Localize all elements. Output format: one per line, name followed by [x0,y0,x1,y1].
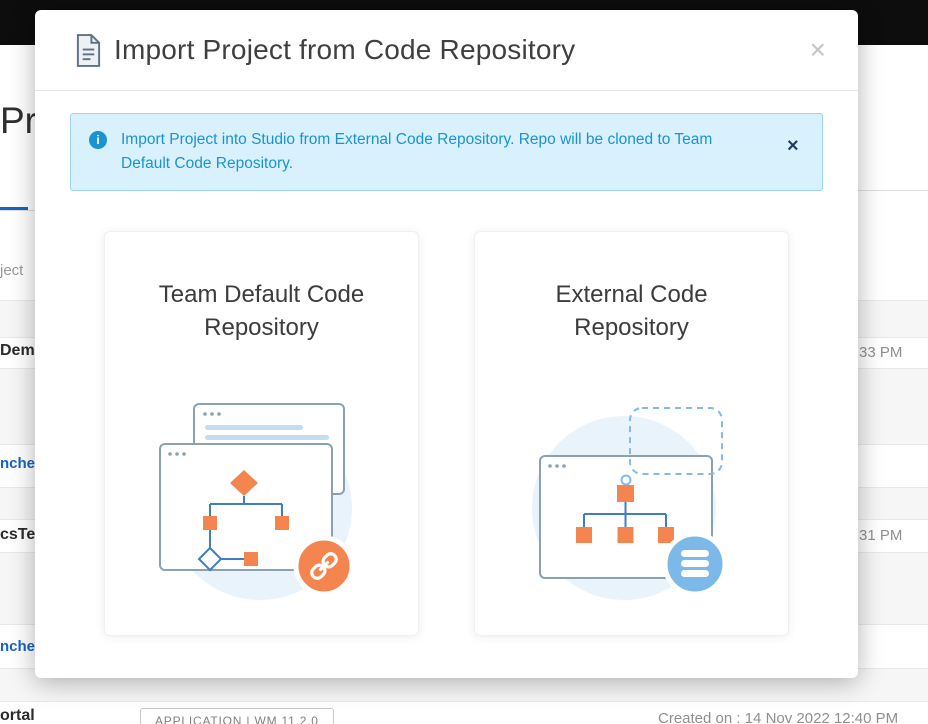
project-row-time: 31 PM [859,527,903,544]
card-title: External Code Repository [555,281,708,342]
modal-title: Import Project from Code Repository [114,34,576,65]
application-version-badge: APPLICATION | WM 11.2.0 [140,708,334,724]
launched-link[interactable]: nche [0,455,36,472]
project-row-name: Demo [0,342,45,359]
import-project-modal: Import Project from Code Repository × i … [35,10,858,678]
created-on-text: Created on : 14 Nov 2022 12:40 PM [658,710,899,724]
info-icon: i [89,131,107,149]
project-row-name: ortal [0,707,35,724]
right-divider-line [858,190,928,191]
alert-close-button[interactable]: × [787,135,799,157]
tabs-divider-line [0,210,35,211]
repository-options: Team Default Code Repository [70,231,823,637]
link-badge-icon [293,535,354,597]
search-project-input[interactable]: ject [0,262,24,279]
card-external-repo[interactable]: External Code Repository [474,231,789,637]
project-row-time: 33 PM [859,344,903,361]
external-repo-illustration [475,396,788,606]
database-badge-icon [662,531,727,597]
external-repo-illustration-svg [531,407,727,601]
modal-body: i Import Project into Studio from Extern… [35,91,858,637]
modal-header: Import Project from Code Repository × [35,10,858,91]
document-icon [75,33,102,67]
card-title: Team Default Code Repository [158,281,365,342]
info-alert: i Import Project into Studio from Extern… [70,113,823,192]
team-default-repo-illustration [105,396,418,606]
alert-message: Import Project into Studio from External… [121,131,713,173]
project-row-name: csTe [0,526,36,543]
modal-close-button[interactable]: × [806,32,830,68]
active-tab-indicator [0,207,28,210]
flowchart-windows-illustration [158,403,354,601]
card-team-default-repo[interactable]: Team Default Code Repository [104,231,419,637]
launched-link[interactable]: nche [0,638,36,655]
